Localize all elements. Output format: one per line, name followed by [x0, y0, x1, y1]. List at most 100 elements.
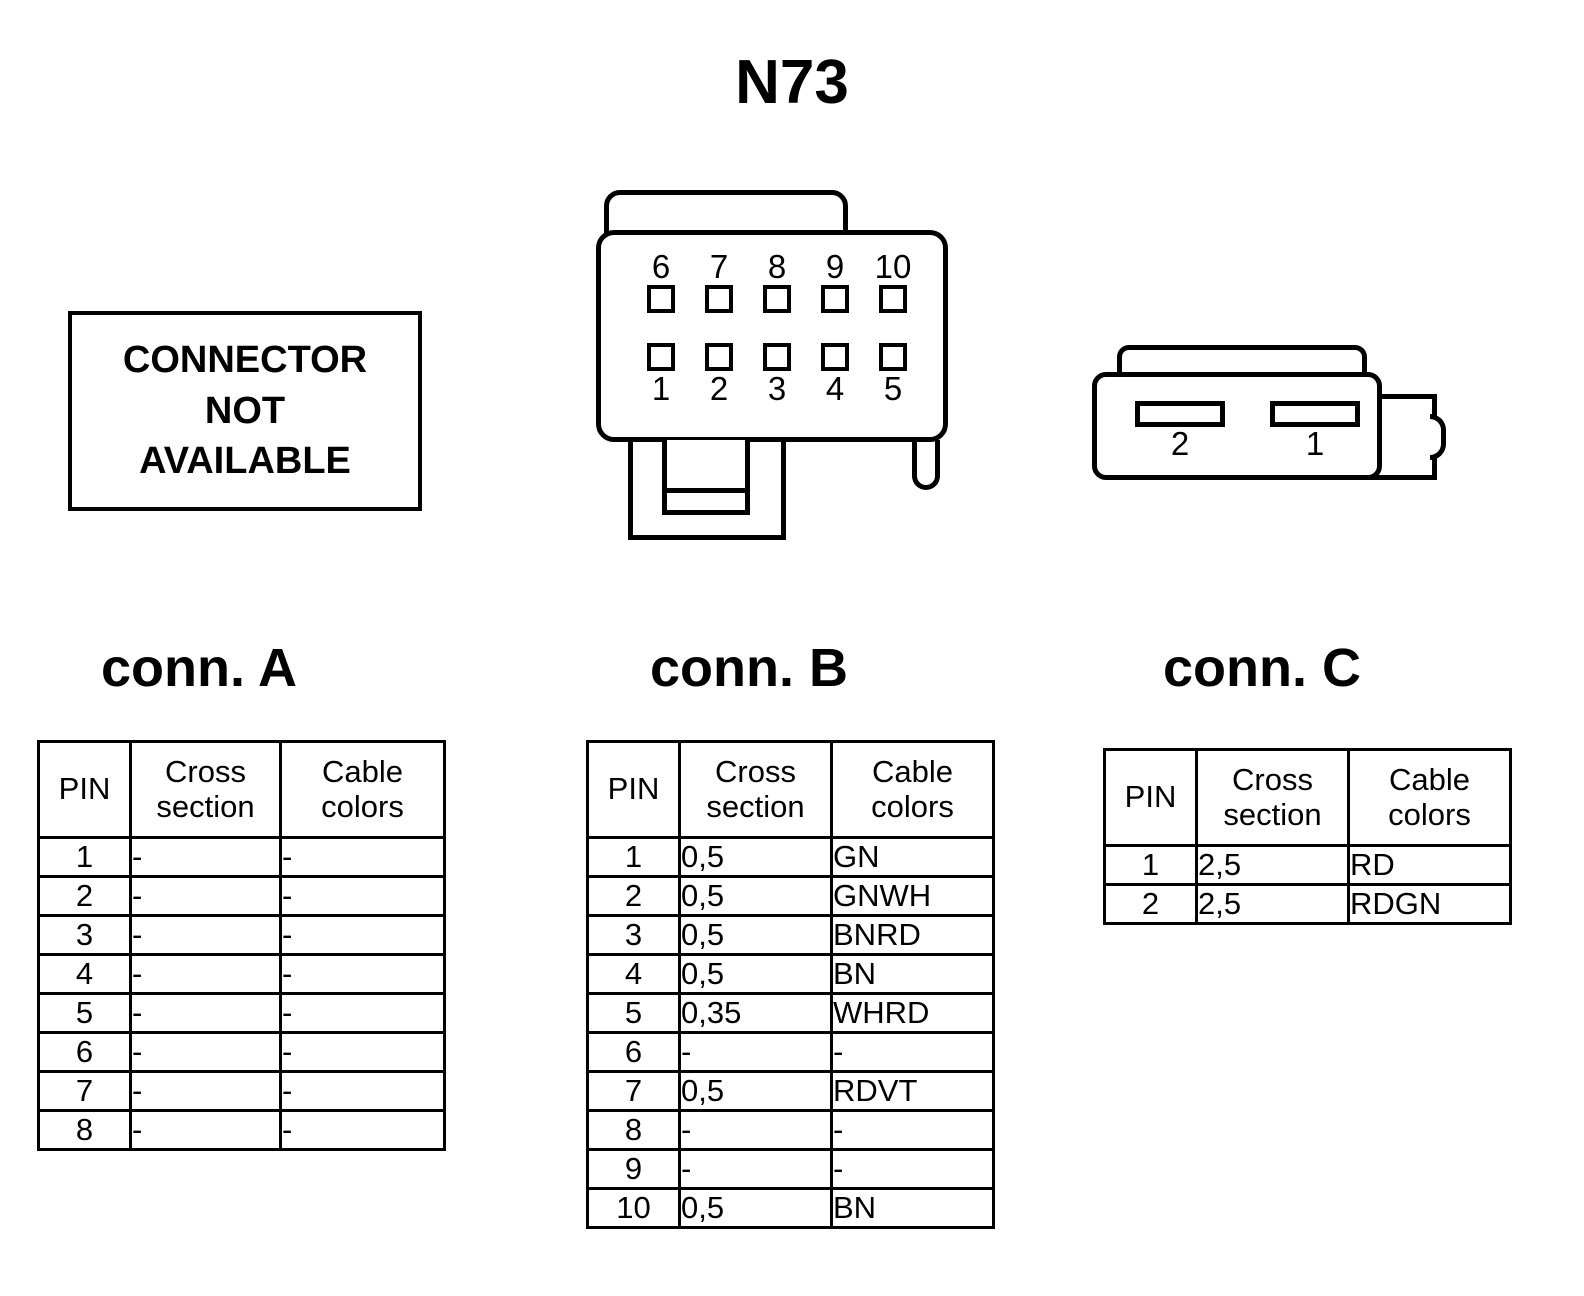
column-header-cross-section: Cross section: [1195, 748, 1350, 847]
cell-cable-colors: -: [279, 992, 446, 1034]
connector-b-pin-cell: 9: [821, 249, 849, 313]
connector-b-pin-square: [879, 285, 907, 313]
table-row: 2--: [37, 875, 446, 917]
connector-b-pin-square: [705, 285, 733, 313]
cell-cable-colors: -: [279, 1031, 446, 1073]
cell-pin: 4: [37, 953, 132, 995]
connector-b-pin-cell: 3: [763, 343, 791, 407]
cell-cable-colors: GN: [830, 836, 995, 878]
cell-pin: 3: [586, 914, 681, 956]
cell-pin: 8: [586, 1109, 681, 1151]
not-available-line-3: AVAILABLE: [139, 440, 351, 483]
not-available-line-1: CONNECTOR: [122, 339, 368, 382]
cell-pin: 8: [37, 1109, 132, 1151]
cell-cross-section: 0,5: [678, 1187, 833, 1229]
cell-cross-section: 0,35: [678, 992, 833, 1034]
cell-pin: 6: [586, 1031, 681, 1073]
column-header-pin: PIN: [37, 740, 132, 839]
connector-c-slot-number: 2: [1170, 425, 1190, 462]
column-header-cable-colors: Cable colors: [279, 740, 446, 839]
connector-b-body: 6 7 8 9 10 1: [596, 230, 948, 442]
connector-c-slot-number: 1: [1305, 425, 1325, 462]
table-header-conn-c: PIN Cross section Cable colors: [1103, 748, 1512, 847]
table-row: 9--: [586, 1148, 995, 1190]
cell-cross-section: 0,5: [678, 1070, 833, 1112]
cell-cross-section: 2,5: [1195, 844, 1350, 886]
connector-b-side-hook: [912, 440, 940, 490]
cell-cross-section: 0,5: [678, 914, 833, 956]
column-header-pin: PIN: [1103, 748, 1198, 847]
cell-pin: 3: [37, 914, 132, 956]
column-header-pin: PIN: [586, 740, 681, 839]
table-row: 4--: [37, 953, 446, 995]
cell-cable-colors: -: [830, 1031, 995, 1073]
cell-pin: 2: [37, 875, 132, 917]
column-header-cross-section: Cross section: [678, 740, 833, 839]
cell-pin: 1: [586, 836, 681, 878]
cell-pin: 2: [586, 875, 681, 917]
cell-cross-section: -: [129, 914, 282, 956]
connector-c-right-bump: [1430, 414, 1446, 460]
connector-b-pin-number: 1: [651, 370, 671, 407]
table-row: 8--: [37, 1109, 446, 1151]
heading-conn-a: conn. A: [101, 638, 297, 698]
connector-b-pin-square: [705, 343, 733, 371]
cell-pin: 2: [1103, 883, 1198, 925]
connector-b-pin-cell: 5: [879, 343, 907, 407]
connector-b-pin-cell: 2: [705, 343, 733, 407]
cell-pin: 7: [586, 1070, 681, 1112]
connector-b-latch-rib: [662, 488, 750, 493]
cell-cross-section: -: [129, 1070, 282, 1112]
connector-b-pin-square: [879, 343, 907, 371]
connector-b-pin-number: 5: [883, 370, 903, 407]
cell-pin: 4: [586, 953, 681, 995]
heading-conn-b: conn. B: [650, 638, 848, 698]
cell-pin: 5: [37, 992, 132, 1034]
table-header-conn-b: PIN Cross section Cable colors: [586, 740, 995, 839]
connector-b-pin-cell: 1: [647, 343, 675, 407]
cell-cable-colors: -: [279, 1070, 446, 1112]
connector-b-diagram: 6 7 8 9 10 1: [596, 190, 976, 560]
connector-b-pin-number: 7: [709, 248, 729, 285]
connector-b-pin-number: 8: [767, 248, 787, 285]
cell-cable-colors: -: [279, 953, 446, 995]
cell-cross-section: 0,5: [678, 875, 833, 917]
cell-pin: 1: [1103, 844, 1198, 886]
table-row: 3--: [37, 914, 446, 956]
cell-cross-section: -: [129, 836, 282, 878]
cell-cable-colors: -: [279, 1109, 446, 1151]
cell-cable-colors: RD: [1347, 844, 1512, 886]
cell-cross-section: -: [678, 1031, 833, 1073]
cell-pin: 1: [37, 836, 132, 878]
connector-b-pin-square: [821, 343, 849, 371]
connector-b-pin-number: 4: [825, 370, 845, 407]
cell-pin: 10: [586, 1187, 681, 1229]
pin-table-conn-a: PIN Cross section Cable colors 1--2--3--…: [37, 740, 446, 1151]
cell-cable-colors: WHRD: [830, 992, 995, 1034]
cell-cross-section: 0,5: [678, 953, 833, 995]
connector-b-pin-square: [647, 343, 675, 371]
cell-pin: 6: [37, 1031, 132, 1073]
connector-c-slot-cell: 2: [1135, 401, 1225, 461]
table-row: 8--: [586, 1109, 995, 1151]
table-header-conn-a: PIN Cross section Cable colors: [37, 740, 446, 839]
cell-cross-section: 2,5: [1195, 883, 1350, 925]
table-row: 6--: [586, 1031, 995, 1073]
cell-cable-colors: BN: [830, 1187, 995, 1229]
cell-cable-colors: BN: [830, 953, 995, 995]
connector-b-pin-number: 3: [767, 370, 787, 407]
cell-pin: 9: [586, 1148, 681, 1190]
column-header-cable-colors: Cable colors: [830, 740, 995, 839]
connector-b-pin-cell: 4: [821, 343, 849, 407]
connector-b-latch-rib: [662, 510, 750, 515]
table-row: 7--: [37, 1070, 446, 1112]
connector-b-pin-square: [821, 285, 849, 313]
cell-pin: 5: [586, 992, 681, 1034]
connector-b-pin-square: [763, 285, 791, 313]
